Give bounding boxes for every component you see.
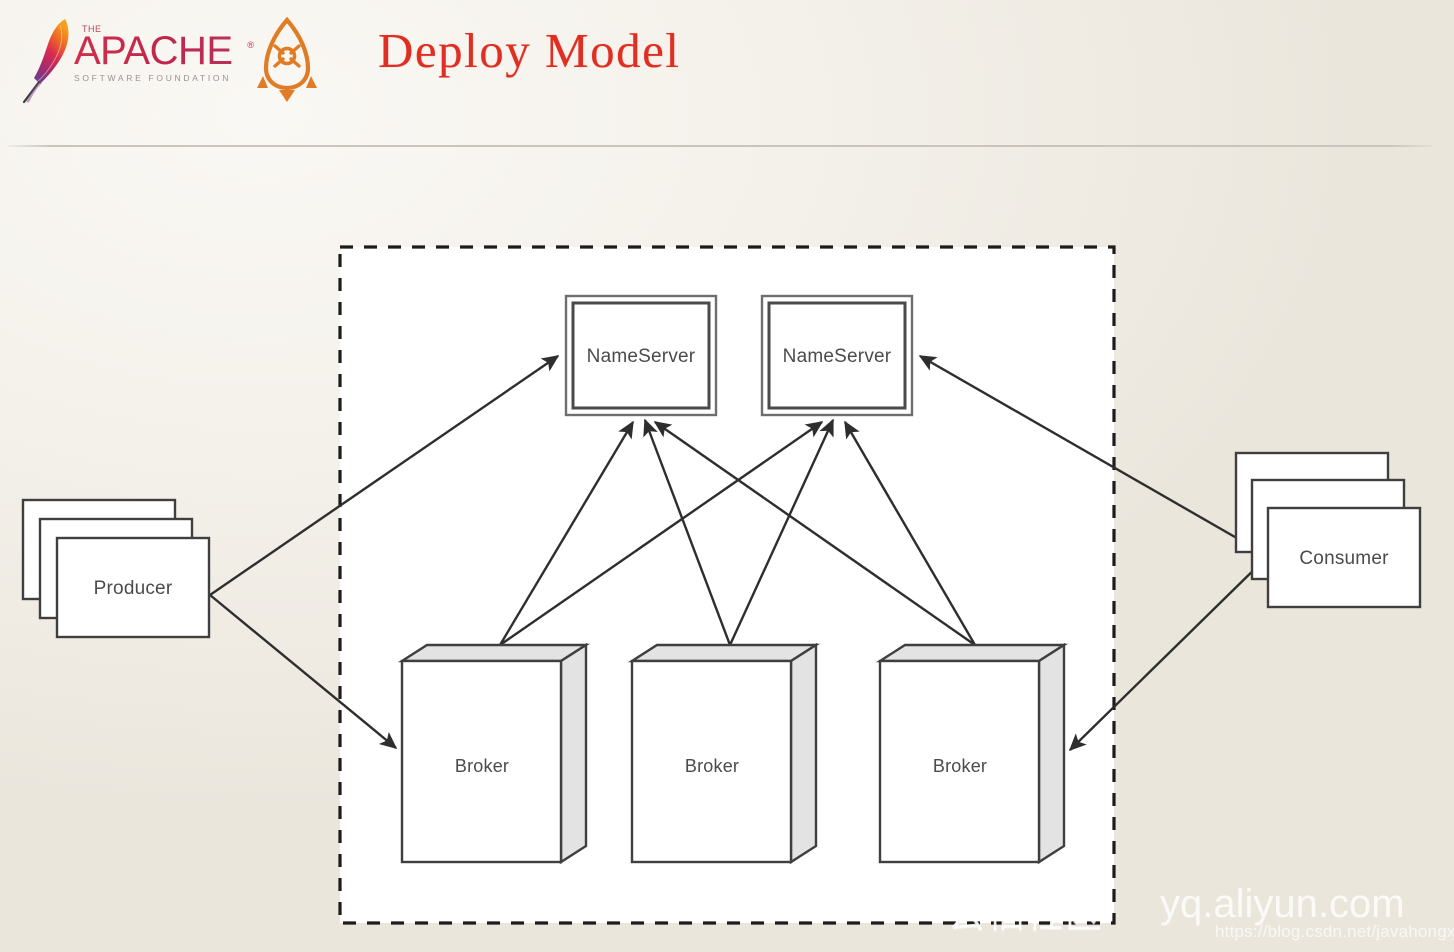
apache-feather-svg bbox=[22, 19, 69, 104]
apache-name-label: APACHE bbox=[74, 29, 233, 73]
header-divider bbox=[8, 145, 1432, 147]
watermark-site: yq.aliyun.com bbox=[1160, 882, 1405, 926]
rocketmq-rocket-svg bbox=[257, 16, 317, 102]
apache-feather-icon bbox=[20, 16, 84, 104]
edge-consumer-to-nameserver2 bbox=[918, 354, 1269, 558]
node-consumer[interactable] bbox=[1234, 451, 1422, 609]
node-broker-3[interactable] bbox=[875, 642, 1069, 865]
edge-broker3-to-nameserver2 bbox=[843, 420, 977, 646]
page-title: Deploy Model bbox=[378, 23, 681, 78]
watermark-community: 云栖社区 bbox=[948, 894, 1104, 935]
node-nameserver-2[interactable] bbox=[760, 294, 914, 417]
edge-producer-to-nameserver1 bbox=[209, 355, 560, 596]
apache-registered-mark: ® bbox=[247, 40, 254, 50]
node-broker-2[interactable] bbox=[627, 642, 821, 865]
watermark-url: https://blog.csdn.net/javahongxi bbox=[1215, 922, 1454, 941]
apache-tagline: SOFTWARE FOUNDATION bbox=[74, 73, 232, 83]
edge-broker2-to-nameserver1 bbox=[643, 418, 732, 646]
node-broker-1[interactable] bbox=[397, 642, 591, 865]
edge-broker1-to-nameserver2 bbox=[499, 421, 824, 646]
edge-producer-to-broker1 bbox=[209, 594, 398, 749]
node-nameserver-1[interactable] bbox=[564, 294, 718, 417]
edge-broker2-to-nameserver2 bbox=[728, 418, 835, 646]
edge-broker3-to-nameserver1 bbox=[653, 421, 976, 646]
slide-header: THE APACHE ® SOFTWARE FOUNDATION Deploy … bbox=[0, 0, 1454, 148]
edge-broker1-to-nameserver1 bbox=[498, 420, 635, 646]
edge-consumer-to-broker3 bbox=[1068, 555, 1269, 752]
apache-foundation-logo: THE APACHE ® SOFTWARE FOUNDATION bbox=[18, 14, 254, 104]
apache-wordmark: THE APACHE ® SOFTWARE FOUNDATION bbox=[74, 24, 254, 83]
rocketmq-rocket-icon bbox=[253, 16, 321, 104]
deploy-model-diagram: NameServer NameServer Producer Consumer … bbox=[0, 148, 1454, 952]
apache-the-label: THE bbox=[82, 24, 102, 34]
diagram-svg bbox=[21, 245, 1422, 925]
node-producer[interactable] bbox=[21, 498, 211, 639]
